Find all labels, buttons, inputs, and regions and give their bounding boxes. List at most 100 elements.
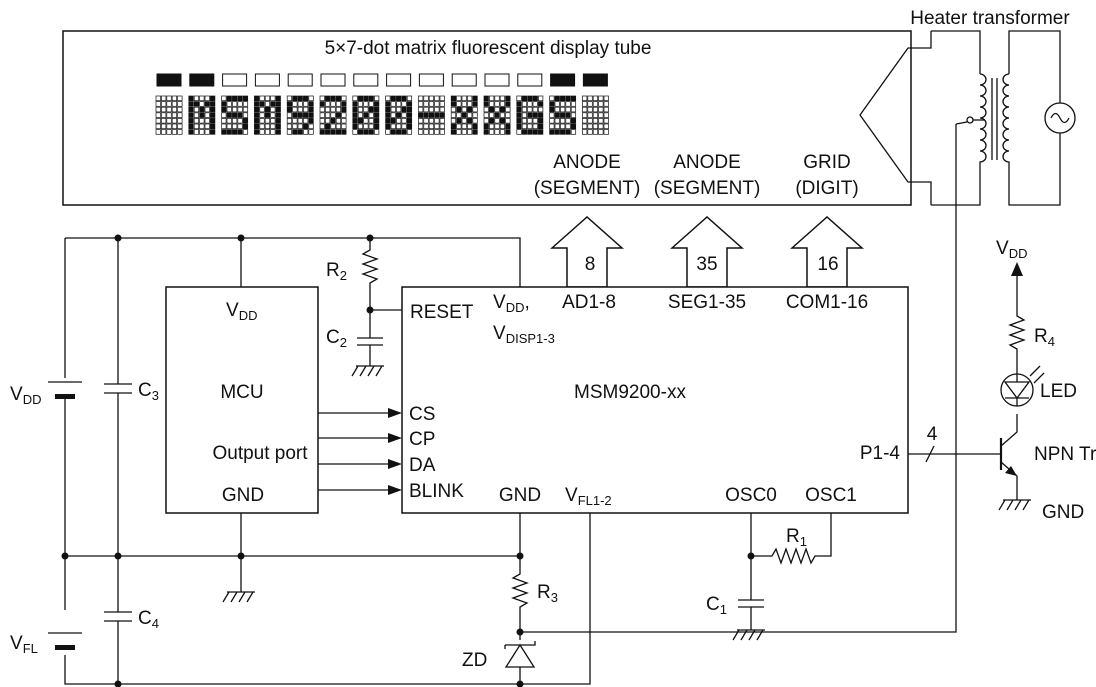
matrix-dot-unlit	[603, 123, 609, 130]
matrix-dot-lit	[226, 129, 232, 135]
matrix-dot-lit	[483, 123, 489, 130]
matrix-dot-unlit	[303, 129, 309, 135]
matrix-dot-unlit	[308, 123, 314, 130]
matrix-dot-lit	[516, 106, 522, 113]
matrix-dot-unlit	[505, 118, 511, 124]
matrix-dot-unlit	[237, 106, 243, 113]
matrix-dot-lit	[226, 112, 232, 118]
c3-capacitor	[104, 238, 132, 556]
chip-gnd-pin: GND	[499, 485, 541, 506]
matrix-dot-lit	[292, 129, 298, 135]
matrix-dot-unlit	[385, 129, 391, 135]
matrix-dot-unlit	[494, 101, 500, 107]
matrix-dot-unlit	[357, 101, 364, 107]
matrix-dot-unlit	[587, 95, 593, 102]
matrix-dot-unlit	[242, 106, 249, 113]
vdd-supply-label: VDD	[10, 384, 41, 407]
matrix-dot-unlit	[363, 118, 369, 124]
matrix-dot-unlit	[461, 101, 467, 107]
node-c4-bottom	[114, 680, 122, 687]
matrix-dot-unlit	[259, 118, 265, 124]
matrix-dot-unlit	[325, 101, 331, 107]
matrix-dot-unlit	[434, 106, 440, 113]
matrix-dot-unlit	[499, 112, 506, 118]
matrix-dot-unlit	[494, 118, 500, 124]
matrix-dot-unlit	[297, 123, 303, 130]
chip-osc1-pin: OSC1	[805, 485, 857, 506]
matrix-dot-lit	[554, 95, 560, 102]
matrix-dot-unlit	[472, 112, 478, 118]
matrix-dot-unlit	[226, 118, 232, 124]
r3-resistor	[511, 556, 529, 640]
matrix-dot-unlit	[204, 95, 210, 102]
matrix-dot-lit	[390, 118, 396, 124]
r3-label: R3	[537, 582, 558, 605]
matrix-dot-lit	[254, 106, 260, 113]
matrix-dot-unlit	[286, 118, 293, 124]
mcu-block	[165, 286, 319, 514]
matrix-dot-unlit	[450, 106, 457, 113]
matrix-dot-unlit	[264, 129, 271, 135]
matrix-dot-unlit	[456, 95, 462, 102]
matrix-dot-lit	[483, 101, 489, 107]
matrix-dot-unlit	[363, 101, 369, 107]
vfl-battery-neg	[55, 645, 75, 650]
matrix-dot-unlit	[292, 101, 298, 107]
chip-seg-pin: SEG1-35	[668, 292, 746, 313]
matrix-dot-lit	[565, 129, 571, 135]
center-tap-to-zener	[520, 124, 957, 633]
matrix-dot-unlit	[560, 106, 566, 113]
matrix-dot-unlit	[434, 101, 440, 107]
matrix-dot-unlit	[242, 112, 249, 118]
matrix-dot-unlit	[352, 95, 358, 102]
matrix-dot-unlit	[286, 123, 293, 130]
matrix-dot-unlit	[592, 106, 599, 113]
matrix-dot-unlit	[204, 123, 210, 130]
matrix-dot-unlit	[166, 95, 172, 102]
matrix-dot-lit	[210, 118, 216, 124]
mcu-gnd-label: GND	[222, 485, 264, 506]
matrix-dot-unlit	[177, 101, 183, 107]
matrix-dot-lit	[560, 112, 566, 118]
matrix-dot-lit	[390, 95, 396, 102]
matrix-dot-lit	[570, 95, 577, 102]
matrix-dot-unlit	[406, 95, 413, 102]
ground-rail	[65, 513, 521, 557]
matrix-dot-lit	[532, 112, 538, 118]
matrix-dot-unlit	[587, 106, 593, 113]
matrix-dot-unlit	[297, 118, 303, 124]
matrix-dot-unlit	[161, 95, 167, 102]
matrix-dot-unlit	[166, 106, 172, 113]
r2-label: R2	[326, 260, 347, 283]
matrix-dot-lit	[221, 106, 227, 113]
matrix-dot-lit	[352, 118, 358, 124]
matrix-dot-lit	[549, 101, 555, 107]
matrix-dot-unlit	[193, 123, 200, 130]
matrix-dot-unlit	[237, 123, 243, 130]
r1-label: R1	[786, 526, 807, 549]
matrix-dot-unlit	[292, 123, 298, 130]
matrix-dot-lit	[472, 123, 478, 130]
matrix-dot-unlit	[368, 112, 374, 118]
main-ground-icon	[222, 591, 255, 603]
matrix-dot-unlit	[292, 118, 298, 124]
anode2-label: ANODE	[673, 152, 741, 173]
matrix-dot-unlit	[335, 118, 342, 124]
matrix-dot-unlit	[341, 118, 347, 124]
annunciator-cell	[386, 73, 412, 87]
matrix-dot-unlit	[335, 101, 342, 107]
matrix-dot-unlit	[330, 112, 336, 118]
matrix-dot-unlit	[549, 123, 555, 130]
matrix-dot-unlit	[489, 101, 495, 107]
chip-osc0-pin: OSC0	[725, 485, 777, 506]
matrix-dot-unlit	[297, 106, 303, 113]
matrix-dot-unlit	[489, 95, 495, 102]
npn-emitter	[1000, 461, 1018, 500]
matrix-dot-unlit	[193, 112, 200, 118]
matrix-dot-unlit	[423, 123, 429, 130]
matrix-dot-lit	[303, 112, 309, 118]
matrix-dot-unlit	[598, 101, 604, 107]
matrix-dot-unlit	[242, 101, 249, 107]
matrix-dot-unlit	[319, 112, 325, 118]
npn-label: NPN Tr	[1034, 444, 1096, 465]
